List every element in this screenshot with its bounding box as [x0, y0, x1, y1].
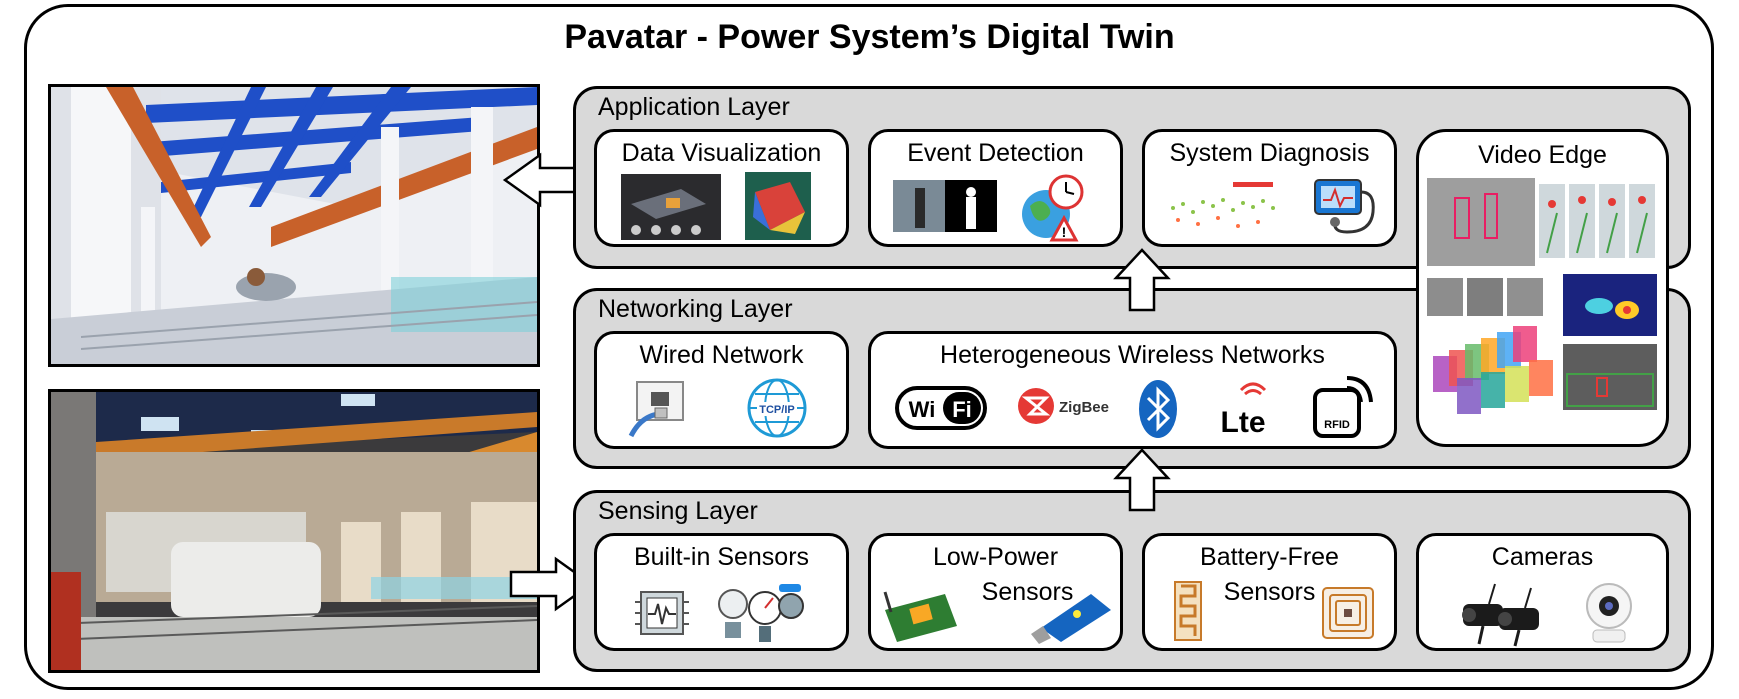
- video-analytics-icon: [1427, 178, 1657, 414]
- svg-text:Wi: Wi: [909, 397, 936, 422]
- video-edge-label: Video Edge: [1478, 141, 1607, 169]
- wireless-networks-box: Heterogeneous Wireless Networks Wi Fi Zi…: [868, 331, 1397, 449]
- digital-twin-render: [48, 84, 540, 367]
- power-plant-photo: [48, 389, 540, 673]
- 3d-plot-icon: [745, 172, 811, 240]
- video-edge-box: Video Edge: [1416, 129, 1669, 447]
- rfid-tag-coil-icon: [1322, 587, 1374, 639]
- lte-logo-icon: Lte: [1221, 382, 1267, 439]
- wired-network-label: Wired Network: [639, 341, 804, 369]
- tcpip-globe-icon: TCP/IP: [747, 378, 807, 438]
- rfid-text: RFID: [1324, 419, 1350, 431]
- battery-free-sensors-box: Battery-Free Sensors: [1142, 533, 1397, 651]
- scatter-plot-icon: [1163, 178, 1285, 236]
- gauges-icon: [718, 584, 804, 642]
- wired-network-box: Wired Network TCP/IP: [594, 331, 849, 449]
- zigbee-logo-icon: ZigBee: [1018, 388, 1109, 424]
- wireless-networks-label: Heterogeneous Wireless Networks: [940, 341, 1325, 369]
- battery-free-sensors-line2: Sensors: [1223, 578, 1316, 606]
- zigbee-text: ZigBee: [1059, 399, 1109, 416]
- person-silhouette-icon: [893, 180, 997, 232]
- security-cameras-icon: [1462, 583, 1539, 647]
- rfid-logo-icon: RFID: [1313, 376, 1373, 438]
- event-detection-box: Event Detection !: [868, 129, 1123, 247]
- built-in-sensors-box: Built-in Sensors: [594, 533, 849, 651]
- diagram-title: Pavatar - Power System’s Digital Twin: [564, 18, 1175, 56]
- svg-text:Fi: Fi: [952, 397, 972, 422]
- svg-text:!: !: [1062, 224, 1067, 240]
- built-in-sensors-label: Built-in Sensors: [633, 543, 810, 571]
- data-visualization-label: Data Visualization: [621, 139, 822, 167]
- low-power-sensors-line2: Sensors: [981, 578, 1074, 606]
- battery-free-sensors-line1: Battery-Free: [1200, 543, 1339, 571]
- ethernet-port-icon: [628, 381, 684, 438]
- tcpip-text: TCP/IP: [759, 404, 794, 416]
- indoor-camera-icon: [1586, 583, 1632, 643]
- dashboard-icon: [621, 174, 721, 240]
- wifi-logo-icon: Wi Fi: [895, 386, 987, 430]
- globe-alarm-icon: !: [1022, 174, 1084, 242]
- lte-text: Lte: [1221, 406, 1266, 439]
- waveform-chip-icon: [635, 591, 689, 635]
- application-layer-label: Application Layer: [598, 93, 790, 121]
- cameras-box: Cameras: [1416, 533, 1669, 651]
- cameras-label: Cameras: [1491, 543, 1594, 571]
- arrow-networking-to-application: [1113, 248, 1171, 312]
- stethoscope-monitor-icon: [1314, 179, 1375, 234]
- sensor-board-icon: [883, 591, 957, 642]
- arrow-sensing-to-networking: [1113, 448, 1171, 512]
- system-diagnosis-box: System Diagnosis: [1142, 129, 1397, 247]
- rfid-tag-antenna-icon: [1174, 581, 1202, 641]
- low-power-sensors-box: Low-Power Sensors: [868, 533, 1123, 651]
- bluetooth-logo-icon: [1139, 380, 1177, 438]
- networking-layer-label: Networking Layer: [598, 295, 793, 323]
- usb-mote-icon: [1031, 594, 1111, 644]
- event-detection-label: Event Detection: [907, 139, 1084, 167]
- system-diagnosis-label: System Diagnosis: [1169, 139, 1370, 167]
- low-power-sensors-line1: Low-Power: [932, 543, 1059, 571]
- sensing-layer-label: Sensing Layer: [598, 497, 758, 525]
- data-visualization-box: Data Visualization: [594, 129, 849, 247]
